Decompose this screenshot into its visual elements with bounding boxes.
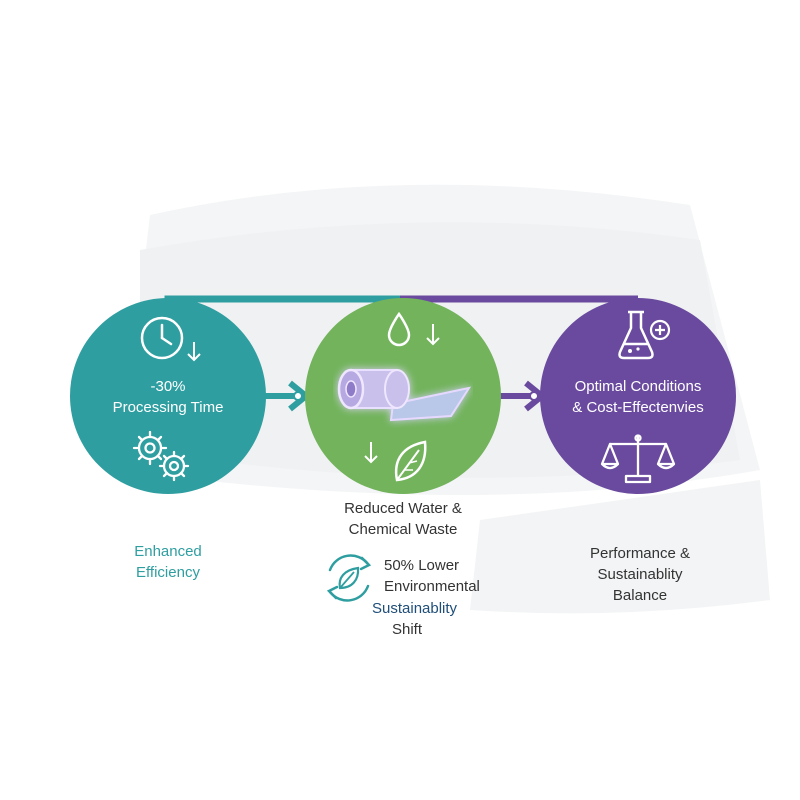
- shift-label: Shift: [392, 621, 423, 638]
- step-1-circle-text: -30% Processing Time: [70, 376, 266, 418]
- cost-effectiveness-line: & Cost-Effectenvies: [572, 399, 704, 416]
- sustainability-subcaption: 50% Lower Environmental: [384, 555, 480, 597]
- step-1-caption: Enhanced Efficiency: [100, 541, 236, 583]
- leaf-icon: [364, 440, 427, 482]
- caption-line: Balance: [612, 587, 668, 604]
- fabric-roll-icon: [337, 368, 472, 422]
- step-3-circle: Optimal Conditions & Cost-Effectenvies: [540, 298, 736, 494]
- processing-label: Processing Time: [112, 399, 224, 416]
- caption-line: Chemical Waste: [348, 521, 458, 538]
- step-3-caption: Performance & Sustainablity Balance: [560, 543, 720, 606]
- processing-percent: -30%: [150, 378, 186, 395]
- caption-line: Reduced Water &: [344, 500, 462, 517]
- balance-scale-icon: [600, 434, 676, 484]
- caption-line: Enhanced: [134, 543, 202, 560]
- sustainability-highlight: Sustainablity: [372, 600, 458, 617]
- step-1-circle: -30% Processing Time: [70, 298, 266, 494]
- top-connector-teal: [164, 295, 400, 303]
- sub-line-1: 50% Lower: [384, 557, 460, 574]
- sub-line-2: Environmental: [384, 578, 480, 595]
- caption-line: Performance &: [589, 545, 691, 562]
- step-2-circle: [305, 298, 501, 494]
- caption-line: Efficiency: [136, 564, 200, 581]
- down-arrow-icon: [187, 342, 201, 362]
- caption-line: Sustainablity: [597, 566, 683, 583]
- clock-icon: [140, 316, 201, 362]
- recycle-leaf-icon: [326, 554, 372, 602]
- step-3-circle-text: Optimal Conditions & Cost-Effectenvies: [540, 376, 736, 418]
- gears-icon: [132, 430, 190, 482]
- down-arrow-icon: [426, 324, 440, 346]
- flask-plus-icon: [618, 310, 671, 360]
- water-drop-icon: [387, 311, 440, 347]
- optimal-conditions-line: Optimal Conditions: [574, 378, 702, 395]
- step-2-caption: Reduced Water & Chemical Waste: [318, 498, 488, 540]
